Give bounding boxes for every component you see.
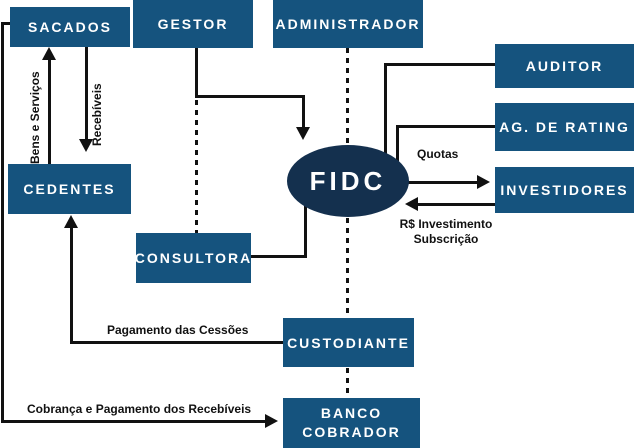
edge-auditor-to-fidc — [384, 63, 387, 170]
node-sacados: SACADOS — [10, 7, 130, 47]
edge-consultora-horizontal — [251, 255, 307, 258]
node-auditor-label: AUDITOR — [525, 58, 604, 74]
edge-gestor-down — [195, 48, 198, 98]
edge-rating-horizontal — [396, 125, 495, 128]
node-sacados-label: SACADOS — [27, 19, 112, 35]
edge-administrador-fidc-custodiante-banco-dashed — [346, 48, 349, 398]
node-gestor: GESTOR — [133, 0, 253, 48]
edge-fidc-to-investidores — [400, 181, 478, 184]
arrowhead-into-fidc-top — [296, 127, 310, 140]
node-consultora-label: CONSULTORA — [134, 250, 253, 266]
edge-label-cobranca-e-pagamento: Cobrança e Pagamento dos Recebíveis — [27, 402, 252, 416]
edge-investidores-to-fidc — [417, 203, 495, 206]
edge-cedentes-to-sacados — [48, 57, 51, 164]
node-consultora: CONSULTORA — [134, 233, 253, 283]
edge-consultora-to-fidc — [304, 198, 307, 258]
node-auditor: AUDITOR — [495, 44, 634, 88]
node-banco-cobrador: BANCO COBRADOR — [283, 398, 420, 448]
node-cedentes-label: CEDENTES — [23, 181, 116, 197]
node-administrador-label: ADMINISTRADOR — [275, 16, 421, 32]
node-fidc-label: FIDC — [309, 165, 387, 196]
node-investidores: INVESTIDORES — [495, 167, 634, 213]
arrowhead-into-investidores — [477, 175, 490, 189]
edge-label-quotas: Quotas — [417, 147, 459, 161]
node-custodiante: CUSTODIANTE — [283, 318, 414, 367]
edge-sacados-to-banco-stub — [1, 22, 10, 25]
edge-label-recebiveis: Recebíveis — [90, 83, 104, 146]
edge-label-rs-investimento: R$ Investimento — [399, 217, 493, 231]
edge-sacados-to-cedentes — [85, 47, 88, 139]
node-administrador: ADMINISTRADOR — [273, 0, 423, 48]
node-fidc: FIDC — [287, 145, 409, 217]
edge-label-pagamento-das-cessoes: Pagamento das Cessões — [107, 323, 249, 337]
edge-sacados-to-banco-vertical — [1, 22, 4, 423]
edge-custodiante-to-cedentes — [70, 228, 73, 344]
edge-sacados-to-banco-horizontal — [1, 420, 266, 423]
edge-rating-to-fidc — [396, 125, 399, 175]
node-investidores-label: INVESTIDORES — [500, 182, 629, 198]
node-gestor-label: GESTOR — [157, 16, 229, 32]
arrowhead-into-banco-cobrador — [265, 414, 278, 428]
arrowhead-toward-cedentes — [79, 139, 93, 152]
edge-auditor-horizontal — [384, 63, 495, 66]
node-banco-cobrador-label: BANCO COBRADOR — [302, 405, 401, 440]
node-cedentes: CEDENTES — [8, 164, 131, 214]
edge-gestor-horizontal — [195, 95, 305, 98]
edge-label-investimento-subscricao: R$ Investimento Subscrição — [398, 217, 494, 247]
arrowhead-into-sacados — [42, 47, 56, 60]
node-ag-de-rating-label: AG. DE RATING — [499, 119, 630, 135]
edge-gestor-to-consultora-dashed — [195, 100, 198, 233]
edge-gestor-to-fidc — [302, 95, 305, 128]
edge-custodiante-horizontal — [70, 341, 283, 344]
node-custodiante-label: CUSTODIANTE — [287, 334, 410, 351]
edge-label-subscricao: Subscrição — [413, 232, 479, 246]
node-ag-de-rating: AG. DE RATING — [495, 103, 634, 151]
arrowhead-into-fidc-right — [405, 197, 418, 211]
arrowhead-into-cedentes — [64, 215, 78, 228]
edge-label-bens-e-servicos: Bens e Serviços — [28, 71, 42, 164]
